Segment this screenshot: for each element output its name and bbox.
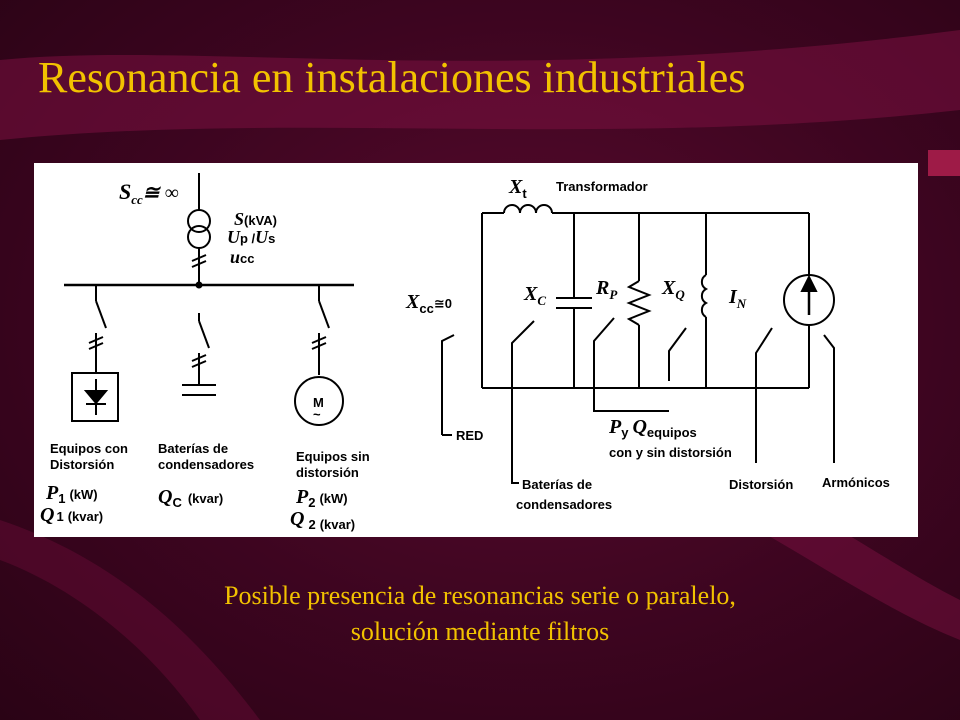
slide-caption: Posible presencia de resonancias serie o… <box>0 578 960 650</box>
transformer-primary-winding <box>187 209 211 233</box>
eq1-line2: Distorsión <box>50 457 114 472</box>
xq-inductor <box>700 274 709 318</box>
in-label: IN <box>728 286 747 311</box>
feeder3-switch <box>318 300 330 329</box>
motor-circle <box>294 376 344 426</box>
rp-resistor <box>626 280 652 326</box>
bat-line1: Baterías de <box>158 441 228 456</box>
xcc-label: Xcc≅0 <box>405 291 452 316</box>
ucc-label: ucc <box>230 247 254 267</box>
caption-line-2: solución mediante filtros <box>350 617 610 646</box>
feeder2-switch <box>198 320 210 349</box>
circuit-diagram: Scc≅ ∞ S(kVA) Up /Us ucc M ~ Equipos con… <box>40 173 890 532</box>
feeder1-switch <box>95 300 107 329</box>
baterias-leader <box>511 320 535 484</box>
bat-line2: condensadores <box>158 457 254 472</box>
eq2-line2: distorsión <box>296 465 359 480</box>
scc-label: Scc≅ ∞ <box>119 179 179 207</box>
p2-label: P2(kW) <box>295 486 348 510</box>
circuit-diagram-panel: Scc≅ ∞ S(kVA) Up /Us ucc M ~ Equipos con… <box>34 163 918 537</box>
transformador-label: Transformador <box>556 179 648 194</box>
p1-label: P1(kW) <box>45 482 98 506</box>
transformer-secondary-winding <box>187 225 211 249</box>
s-kva-label: S(kVA) <box>234 209 277 229</box>
bat2-line2: condensadores <box>516 497 612 512</box>
slide-title: Resonancia en instalaciones industriales <box>38 53 746 102</box>
eq1-line1: Equipos con <box>50 441 128 456</box>
py-leader-left <box>593 317 615 412</box>
decorative-tab <box>928 150 960 176</box>
bat2-line1: Baterías de <box>522 477 592 492</box>
rectifier-box <box>71 372 119 422</box>
distorsion-leader <box>755 327 773 463</box>
motor-tilde-label: ~ <box>313 407 321 422</box>
py-leader-right <box>668 327 687 381</box>
xt-label: Xt <box>508 176 527 201</box>
motor-m-label: M <box>313 395 324 410</box>
caption-line-1: Posible presencia de resonancias serie o… <box>224 581 736 610</box>
transformer-reactance-coil <box>503 204 553 214</box>
qc-label: QC(kvar) <box>158 486 223 510</box>
distorsion-label: Distorsión <box>729 477 793 492</box>
red-leader <box>441 334 455 435</box>
rp-label: RP <box>595 277 618 302</box>
red-label: RED <box>456 428 483 443</box>
xc-label: XC <box>523 283 546 308</box>
xq-label: XQ <box>661 277 685 302</box>
con-sin-label: con y sin distorsión <box>609 445 732 460</box>
bus-node <box>195 281 203 289</box>
armonicos-leader <box>823 334 835 463</box>
up-us-label: Up /Us <box>227 227 275 247</box>
eq2-line1: Equipos sin <box>296 449 370 464</box>
armonicos-label: Armónicos <box>822 475 890 490</box>
